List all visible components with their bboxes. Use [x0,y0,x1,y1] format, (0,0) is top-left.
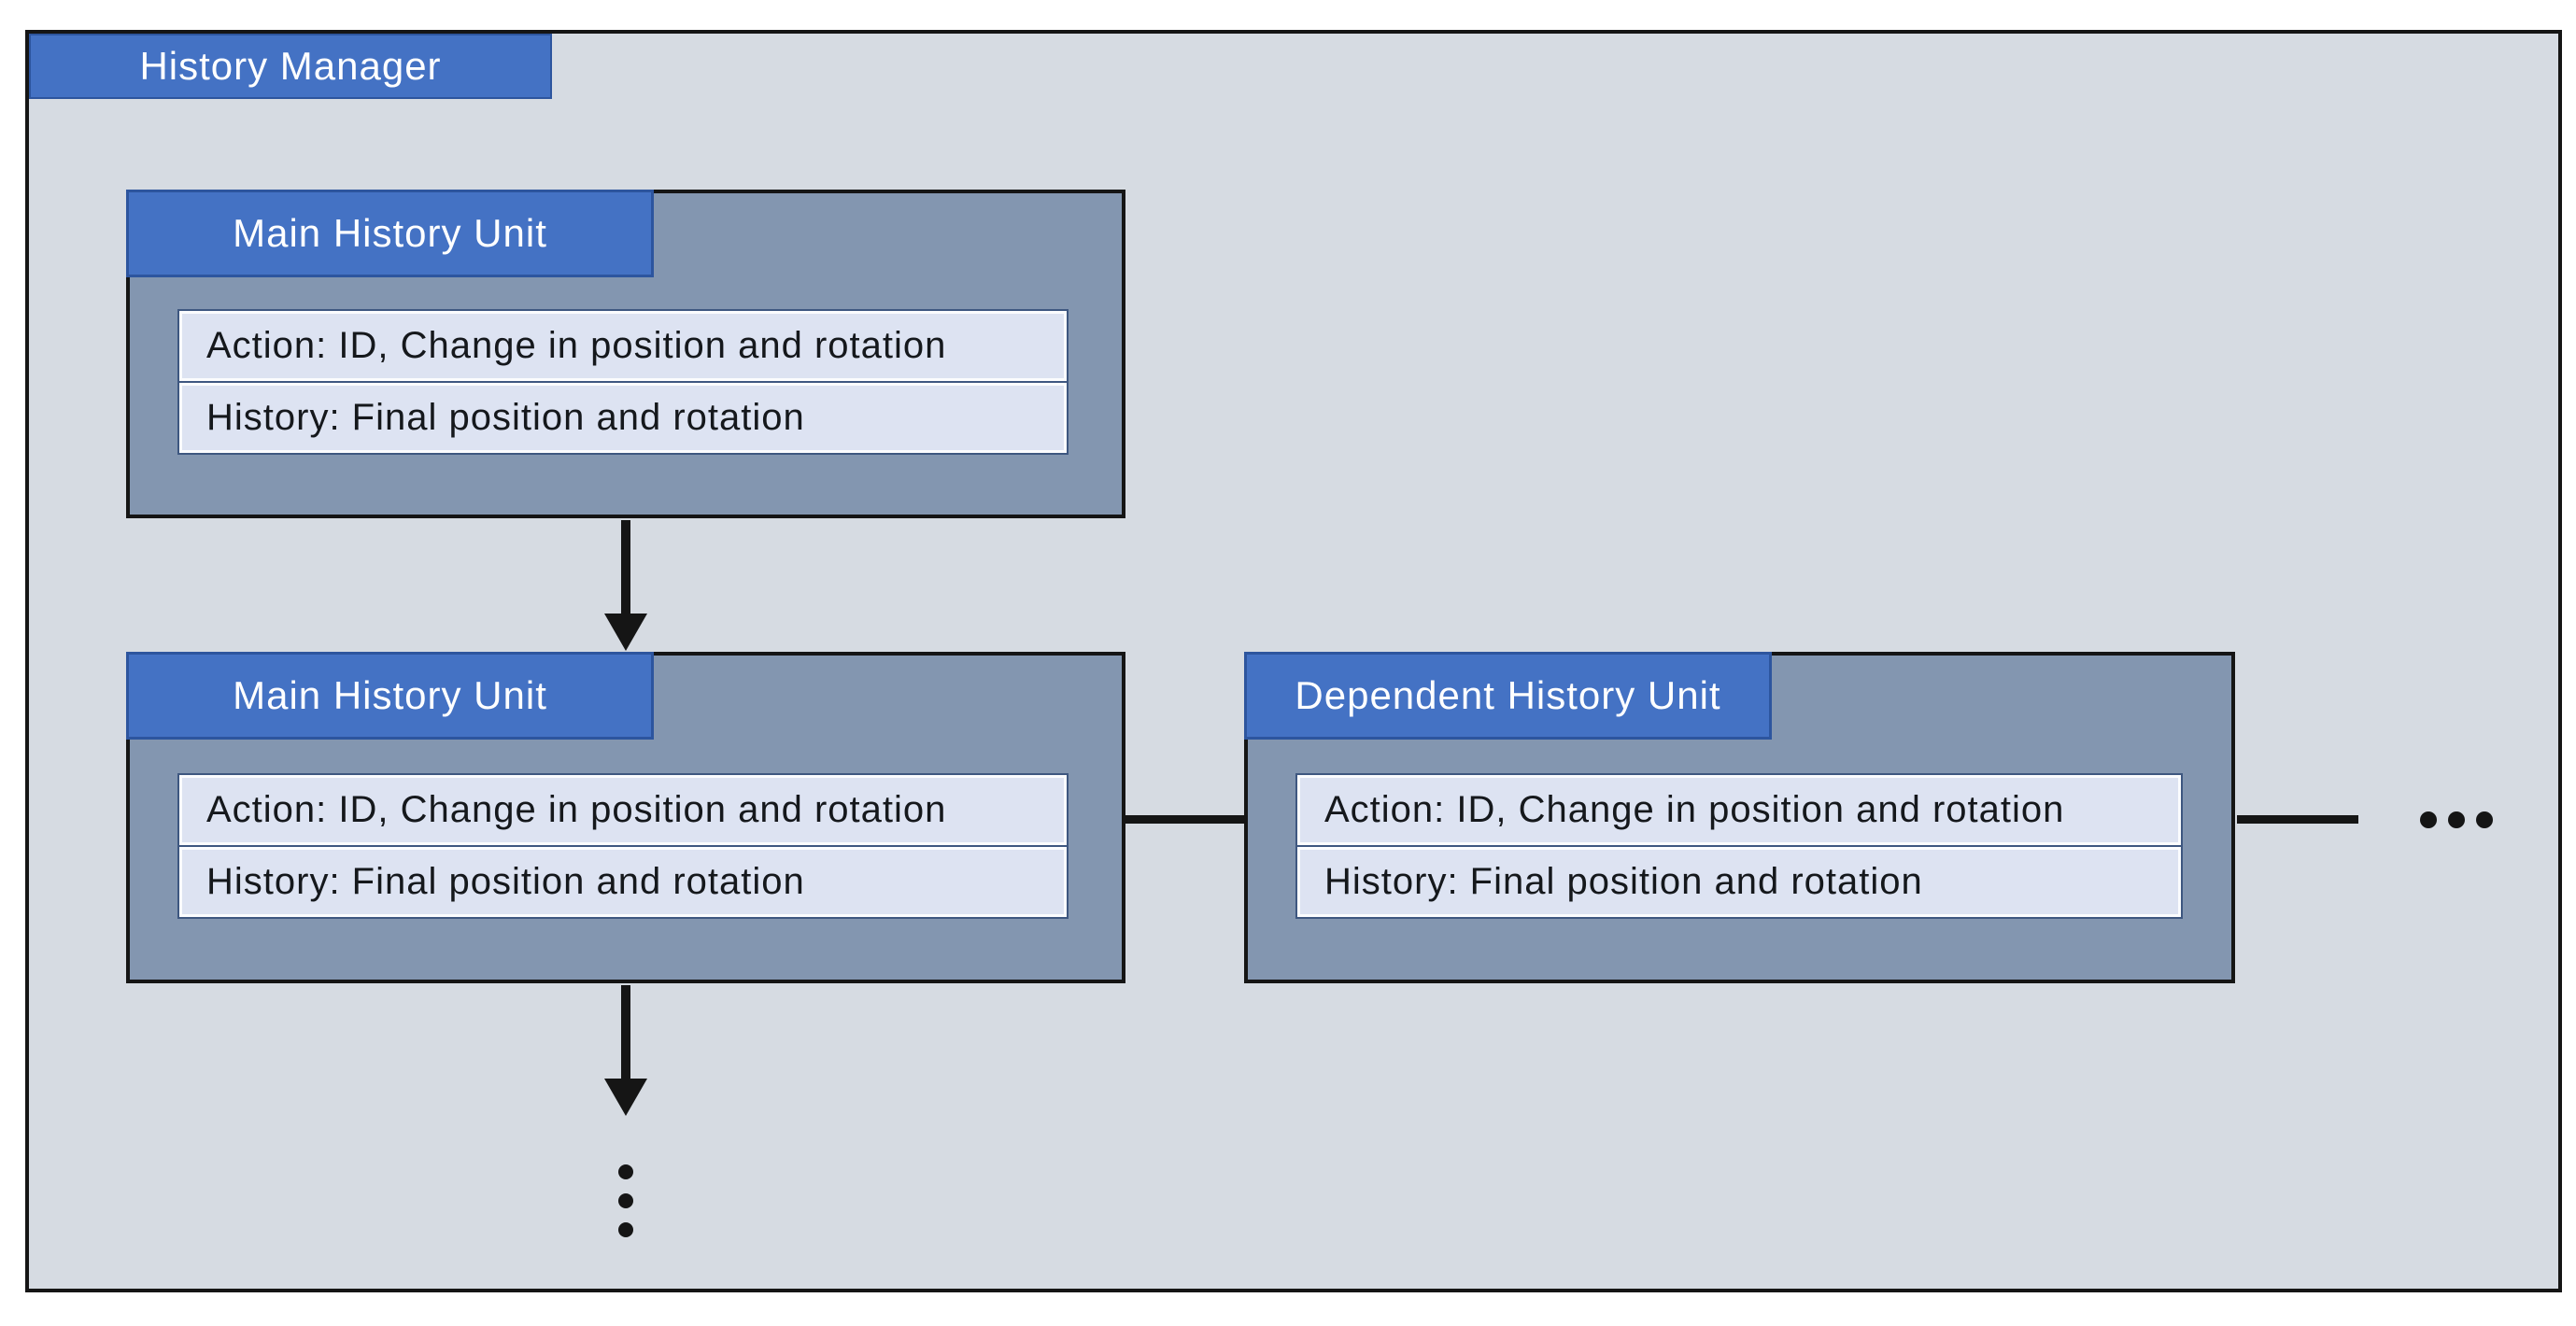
ellipsis-dot [2420,811,2437,828]
action-row: Action: ID, Change in position and rotat… [1297,775,2181,845]
main-history-unit-1-table: Action: ID, Change in position and rotat… [177,309,1069,455]
connector-line [1123,815,1248,824]
action-row: Action: ID, Change in position and rotat… [179,311,1067,381]
history-manager-tab: History Manager [29,34,552,99]
arrow-down-head-icon [604,1079,647,1116]
main-history-unit-2-table: Action: ID, Change in position and rotat… [177,773,1069,919]
main-history-unit-1-tab: Main History Unit [126,190,654,277]
vertical-ellipsis-icon [618,1164,633,1237]
ellipsis-dot [618,1193,633,1208]
main-history-unit-2-label: Main History Unit [233,673,547,717]
dependent-history-unit: Dependent History Unit Action: ID, Chang… [1244,652,2235,983]
dependent-history-unit-table: Action: ID, Change in position and rotat… [1295,773,2183,919]
ellipsis-dot [2448,811,2465,828]
ellipsis-dot [618,1164,633,1179]
horizontal-ellipsis-icon [2420,811,2493,828]
main-history-unit-2: Main History Unit Action: ID, Change in … [126,652,1125,983]
main-history-unit-1-label: Main History Unit [233,211,547,255]
history-row: History: Final position and rotation [1297,847,2181,917]
ellipsis-dot [618,1222,633,1237]
dependent-history-unit-tab: Dependent History Unit [1244,652,1772,740]
action-row: Action: ID, Change in position and rotat… [179,775,1067,845]
connector-line [2237,815,2358,824]
arrow-down-head-icon [604,614,647,651]
arrow-down-icon [621,520,630,615]
main-history-unit-2-tab: Main History Unit [126,652,654,740]
arrow-down-icon [621,985,630,1080]
history-row: History: Final position and rotation [179,383,1067,453]
history-manager-title: History Manager [139,44,442,88]
history-row: History: Final position and rotation [179,847,1067,917]
ellipsis-dot [2476,811,2493,828]
dependent-history-unit-label: Dependent History Unit [1295,673,1721,717]
main-history-unit-1: Main History Unit Action: ID, Change in … [126,190,1125,518]
